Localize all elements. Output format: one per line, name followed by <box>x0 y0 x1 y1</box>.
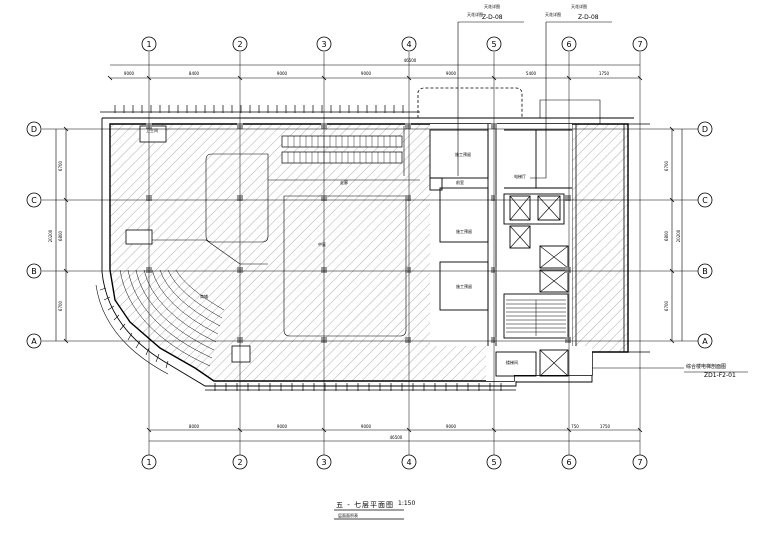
room-label-corridor: 走廊 <box>340 179 348 185</box>
grid-row-D-left: D <box>31 125 37 134</box>
dim-left-2: 6800 <box>58 230 63 241</box>
dim-bottom-2: 9000 <box>277 424 288 429</box>
grid-col-5-bottom: 5 <box>491 458 496 467</box>
dim-bottom-5: 750 <box>571 424 579 429</box>
room-label-construction-1: 施工预留 <box>455 151 471 157</box>
dim-left-3: 6700 <box>58 300 63 311</box>
room-label-toilet: 卫生间 <box>146 127 158 133</box>
grid-col-2-top: 2 <box>237 40 242 49</box>
grid-row-D-right: D <box>702 125 708 134</box>
reference-label: 综合楼电梯剖面图 <box>686 364 727 370</box>
dim-top-1: 9000 <box>124 71 135 76</box>
grid-col-2-bottom: 2 <box>237 458 242 467</box>
grid-col-3-top: 3 <box>321 40 326 49</box>
grid-row-C-left: C <box>31 196 37 205</box>
outer-facade <box>101 117 634 387</box>
grid-col-6-bottom: 6 <box>566 458 571 467</box>
room-label-elevator-lobby: 电梯厅 <box>514 173 526 179</box>
dim-top-6: 5400 <box>526 71 537 76</box>
grid-col-3-bottom: 3 <box>321 458 326 467</box>
dim-right-total: 20200 <box>676 229 681 242</box>
grid-row-B-right: B <box>702 267 708 276</box>
dim-left-1: 6700 <box>58 160 63 171</box>
grid-col-1-top: 1 <box>146 40 151 49</box>
dim-right-1: 6700 <box>664 160 669 171</box>
grid-col-7-top: 7 <box>637 40 642 49</box>
grid-row-A-left: A <box>31 337 37 346</box>
dim-right-3: 6700 <box>664 300 669 311</box>
drawing-scale: 1:150 <box>398 500 416 507</box>
flag-2-code: Z-D-08 <box>578 14 599 21</box>
room-label-construction-3: 施工预留 <box>456 283 472 289</box>
dim-bottom-1: 8000 <box>189 424 200 429</box>
grid-col-7-bottom: 7 <box>637 458 642 467</box>
flag-2-left-text: 天花详图 <box>545 12 561 17</box>
grid-col-5-top: 5 <box>491 40 496 49</box>
flag-1-left-text: 天花详图 <box>467 12 483 17</box>
dim-left-total: 20200 <box>48 229 53 242</box>
grid-col-6-top: 6 <box>566 40 571 49</box>
room-label-atrium: 中庭 <box>318 241 326 247</box>
reference-code: ZD1-F2-01 <box>704 372 736 379</box>
room-label-stair: 楼梯间 <box>506 359 518 365</box>
dim-overall-bottom: 46500 <box>390 435 403 440</box>
dim-right-2: 6800 <box>664 230 669 241</box>
room-label-shop: 商铺 <box>200 293 208 299</box>
grid-col-1-bottom: 1 <box>146 458 151 467</box>
dim-top-7: 1750 <box>599 71 610 76</box>
drawing-subtitle: 层面面积表 <box>338 513 358 518</box>
dim-overall-top: 46500 <box>404 58 417 63</box>
dim-top-2: 8400 <box>189 71 200 76</box>
grid-col-4-bottom: 4 <box>406 458 411 467</box>
dim-bottom-4: 9000 <box>446 424 457 429</box>
dim-bottom-6: 1750 <box>600 424 611 429</box>
dim-top-4: 9000 <box>361 71 372 76</box>
drawing-title: 五 - 七层平面图 <box>336 501 394 509</box>
grid-col-4-top: 4 <box>406 40 411 49</box>
room-label-construction-2: 施工预留 <box>456 228 472 234</box>
flag-1-top-text: 天花详图 <box>484 4 500 9</box>
grid-row-A-right: A <box>702 337 708 346</box>
grid-row-B-left: B <box>31 267 37 276</box>
dim-bottom-3: 9000 <box>361 424 372 429</box>
flag-1-code: Z-D-08 <box>482 14 503 21</box>
room-label-anteroom: 前室 <box>456 179 464 185</box>
grid-row-C-right: C <box>702 196 708 205</box>
dim-top-3: 9000 <box>277 71 288 76</box>
dim-top-5: 9000 <box>446 71 457 76</box>
flag-2-top-text: 天花详图 <box>571 4 587 9</box>
